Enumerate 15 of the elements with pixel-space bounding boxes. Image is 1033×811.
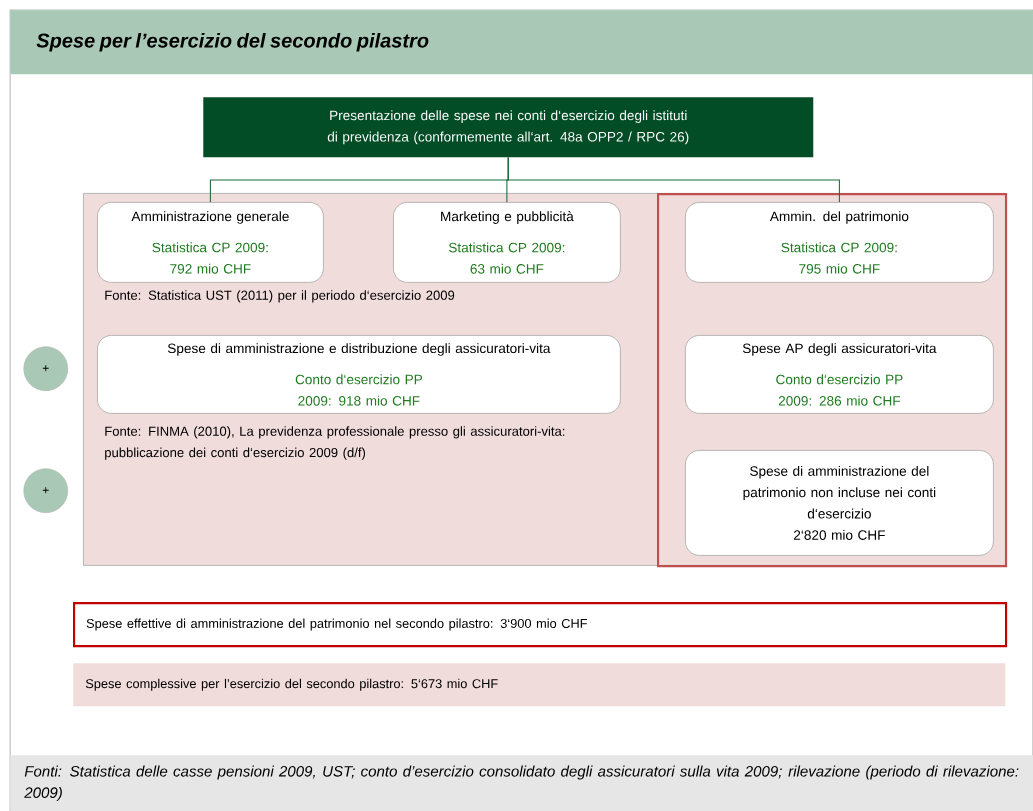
header-box: Presentazione delle spese nei conti d‘esercizio degli istituti di previdenza (conformemente all‘art. 48a OPP2 / RPC 26)	[203, 97, 814, 158]
title-banner: Spese per l’esercizio del secondo pilastro	[10, 10, 1033, 75]
source-note: Fonte: Statistica UST (2011) per il periodo d‘esercizio 2009	[105, 290, 455, 303]
info-box: Amministrazione generale Statistica CP 2009: 792 mio CHF	[97, 202, 324, 283]
info-box: Spese AP degli assicuratori-vita Conto d‘esercizio PP 2009: 286 mio CHF	[685, 335, 994, 414]
footnote: Fonti: Statistica delle casse pensioni 2009, UST; conto d’esercizio consolidato degli assicuratori sulla vita 2009; rilevazione (periodo di rilevazione: 2009)	[10, 755, 1033, 811]
source-note: Fonte: FINMA (2010), La previdenza professionale presso gli assicuratori-vita: pubblicazione dei conti d‘esercizio 2009 (d/f)	[105, 426, 565, 460]
total-box: Spese complessive per l’esercizio del secondo pilastro: 5‘673 mio CHF	[73, 663, 1006, 707]
info-box: Marketing e pubblicità Statistica CP 2009: 63 mio CHF	[393, 202, 621, 283]
info-box: Spese di amministrazione e distribuzione degli assicuratori-vita Conto d‘esercizio PP 2009: 918 mio CHF	[97, 335, 621, 414]
total-box: Spese effettive di amministrazione del patrimonio nel secondo pilastro: 3‘900 mio CHF	[73, 602, 1008, 648]
frame	[657, 193, 1008, 568]
info-box: Ammin. del patrimonio Statistica CP 2009: 795 mio CHF	[685, 202, 994, 283]
info-box: Spese di amministrazione del patrimonio non incluse nei conti d‘esercizio 2‘820 mio CHF	[685, 450, 994, 556]
connector-line	[507, 157, 840, 203]
